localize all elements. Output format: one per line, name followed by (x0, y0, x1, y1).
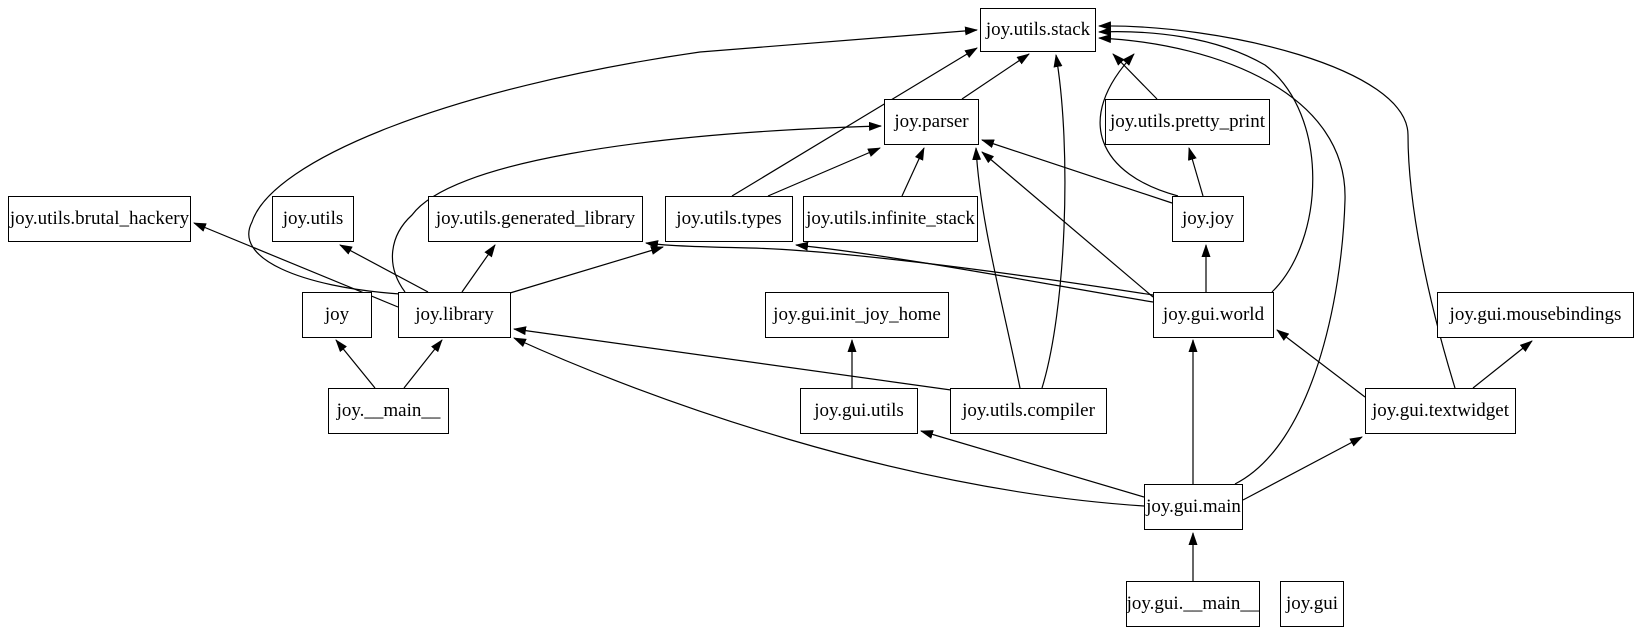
node-joy_utils: joy.utils (272, 196, 354, 242)
node-joy_gui_textwidget: joy.gui.textwidget (1365, 388, 1516, 434)
node-joy_joy: joy.joy (1172, 196, 1244, 242)
edge-joy_dunder_main-to-joy (335, 339, 376, 389)
edge-joy_gui_textwidget-to-joy_utils_stack (1098, 21, 1456, 389)
node-joy_gui_mousebindings: joy.gui.mousebindings (1437, 292, 1634, 338)
node-label-joy_utils_stack: joy.utils.stack (985, 19, 1091, 40)
node-joy_dunder_main: joy.__main__ (328, 388, 449, 434)
edge-joy_gui_world-to-joy_utils_stack (1098, 27, 1314, 293)
node-label-joy_gui_dunder_main: joy.gui.__main__ (1126, 593, 1260, 614)
node-joy_parser: joy.parser (884, 99, 979, 145)
node-label-joy_parser: joy.parser (894, 111, 969, 132)
edge-joy_library-to-joy_utils (339, 244, 429, 293)
node-joy_gui_init_joy_home: joy.gui.init_joy_home (765, 292, 949, 338)
node-joy_library: joy.library (398, 292, 511, 338)
node-joy_gui_world: joy.gui.world (1153, 292, 1274, 338)
node-label-joy_gui_main: joy.gui.main (1146, 496, 1241, 517)
node-label-joy_utils_infinite_stack: joy.utils.infinite_stack (806, 208, 975, 229)
edge-joy_gui_textwidget-to-joy_gui_mousebindings (1472, 340, 1533, 389)
node-joy_gui_utils: joy.gui.utils (800, 388, 918, 434)
node-label-joy_utils: joy.utils (282, 208, 344, 229)
edge-joy_utils_types-to-joy_utils_stack (731, 47, 978, 197)
node-joy_gui: joy.gui (1280, 581, 1344, 627)
node-joy_utils_pretty_print: joy.utils.pretty_print (1105, 99, 1270, 145)
edge-joy_gui_main-to-joy_utils_stack (1098, 34, 1346, 485)
node-joy: joy (302, 292, 372, 338)
node-joy_utils_types: joy.utils.types (665, 196, 793, 242)
node-label-joy_gui_init_joy_home: joy.gui.init_joy_home (773, 304, 941, 325)
edge-joy_joy-to-joy_utils_pretty_print (1188, 147, 1204, 197)
edge-joy_utils_compiler-to-joy_parser (972, 147, 1021, 389)
node-label-joy_dunder_main: joy.__main__ (336, 400, 441, 421)
edge-joy_library-to-joy_utils_stack (248, 26, 978, 295)
edge-joy_gui_world-to-joy_utils_types (795, 241, 1154, 303)
node-joy_gui_dunder_main: joy.gui.__main__ (1126, 581, 1260, 627)
edge-joy_utils_compiler-to-joy_library (513, 326, 952, 391)
node-label-joy_gui: joy.gui (1285, 593, 1339, 614)
edge-joy_gui_world-to-joy_parser (981, 151, 1154, 298)
edge-joy_utils_infinite_stack-to-joy_parser (901, 147, 925, 197)
edge-joy_gui_main-to-joy_library (513, 337, 1145, 507)
node-label-joy: joy (324, 304, 350, 325)
node-label-joy_utils_types: joy.utils.types (676, 208, 782, 229)
node-joy_utils_generated_library: joy.utils.generated_library (428, 196, 643, 242)
node-joy_gui_main: joy.gui.main (1144, 484, 1243, 530)
edge-joy_gui_main-to-joy_gui_utils (920, 430, 1145, 498)
node-label-joy_gui_textwidget: joy.gui.textwidget (1371, 400, 1510, 421)
node-label-joy_joy: joy.joy (1181, 208, 1235, 229)
node-joy_utils_stack: joy.utils.stack (980, 8, 1096, 52)
node-label-joy_gui_utils: joy.gui.utils (814, 400, 904, 421)
node-label-joy_gui_world: joy.gui.world (1162, 304, 1265, 325)
node-label-joy_utils_brutal_hackery: joy.utils.brutal_hackery (9, 208, 190, 229)
edge-joy_joy-to-joy_parser (981, 139, 1173, 204)
node-label-joy_utils_generated_library: joy.utils.generated_library (435, 208, 636, 229)
node-label-joy_gui_mousebindings: joy.gui.mousebindings (1449, 304, 1622, 325)
edge-joy_library-to-joy_utils_types (509, 246, 664, 294)
edge-joy_gui_textwidget-to-joy_gui_world (1276, 329, 1366, 398)
edge-joy_utils_types-to-joy_parser (767, 147, 881, 197)
edge-joy_library-to-joy_utils_generated_library (461, 244, 496, 293)
node-joy_utils_brutal_hackery: joy.utils.brutal_hackery (8, 196, 191, 242)
edge-joy_utils_pretty_print-to-joy_utils_stack (1112, 53, 1158, 100)
edge-joy_gui_main-to-joy_gui_textwidget (1242, 436, 1363, 501)
node-label-joy_utils_compiler: joy.utils.compiler (962, 400, 1095, 421)
edge-joy_gui_world-to-joy_utils_generated_library (645, 240, 1154, 296)
node-joy_utils_infinite_stack: joy.utils.infinite_stack (803, 196, 978, 242)
node-joy_utils_compiler: joy.utils.compiler (950, 388, 1107, 434)
edge-joy_joy-to-joy_utils_stack (1099, 53, 1179, 197)
edge-joy_library-to-joy_parser (391, 121, 882, 293)
edge-joy_dunder_main-to-joy_library (403, 339, 443, 389)
node-label-joy_library: joy.library (415, 304, 494, 325)
edge-joy_parser-to-joy_utils_stack (961, 53, 1030, 100)
edge-joy_utils_compiler-to-joy_utils_stack (1041, 54, 1066, 389)
node-label-joy_utils_pretty_print: joy.utils.pretty_print (1110, 111, 1265, 132)
